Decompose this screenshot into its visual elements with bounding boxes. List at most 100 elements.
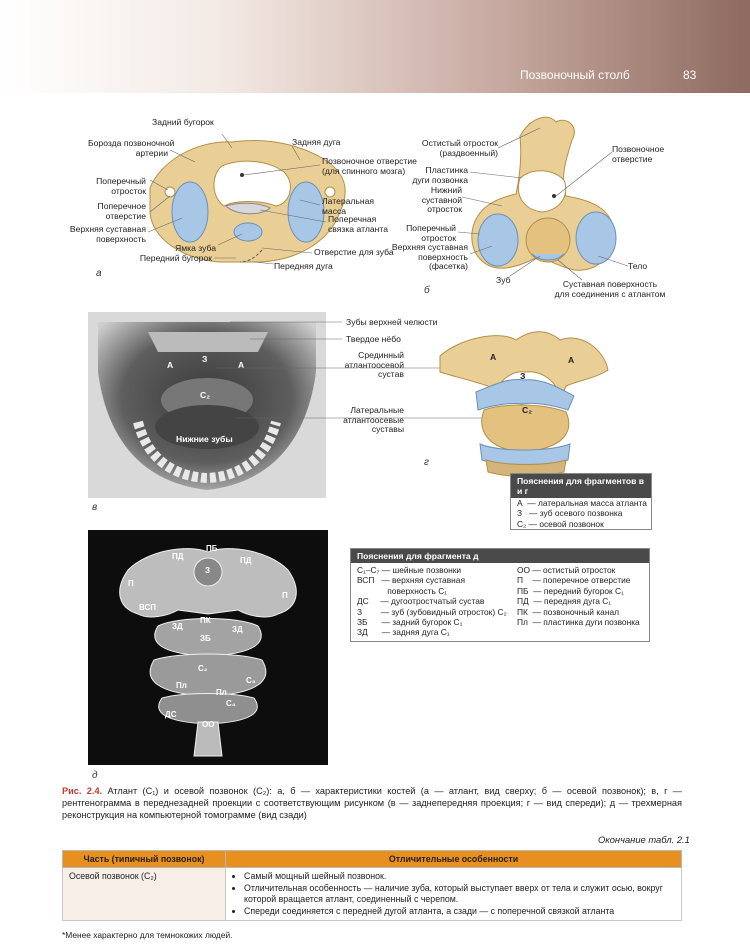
legend-row: C₂ — осевой позвонок xyxy=(517,518,604,529)
caption-lead: Рис. 2.4. xyxy=(62,786,103,796)
table-header-part: Часть (типичный позвонок) xyxy=(62,850,226,868)
ct-mark-c4: C₄ xyxy=(226,699,236,708)
label-median-joint: Срединный атлантоосевой сустав xyxy=(344,350,404,379)
label-upper-teeth: Зубы верхней челюсти xyxy=(346,317,438,327)
footnote: *Менее характерно для темнокожих людей. xyxy=(62,930,233,940)
label-dens-hole: Отверстие для зуба xyxy=(314,247,394,257)
ct-mark-zd-right: ЗД xyxy=(232,625,243,634)
legend-row: Пл — пластинка дуги позвонка xyxy=(517,617,640,628)
ct-reconstruction xyxy=(88,530,328,765)
legend-row: ЗД — задняя дуга C₁ xyxy=(357,627,450,638)
figure-letter-g: г xyxy=(424,457,429,468)
label-body: Тело xyxy=(628,261,648,271)
ct-mark-oo: ОО xyxy=(202,720,215,729)
ct-mark-pl-left: Пл xyxy=(176,681,187,690)
label-vertebral-foramen-b: Позвоночное отверстие xyxy=(612,144,665,164)
ct-mark-zb: ЗБ xyxy=(200,634,211,643)
xray-mark-a-left: А xyxy=(167,360,174,370)
legend-row: ДС — дугоотростчатый сустав xyxy=(357,596,485,607)
ct-mark-z: З xyxy=(205,566,211,575)
figure-letter-a: а xyxy=(96,268,102,279)
ct-mark-pl-right: Пл xyxy=(216,688,227,697)
label-lower-teeth: Нижние зубы xyxy=(176,434,233,444)
ct-mark-ds: ДС xyxy=(165,710,177,719)
legend-row: ПД — передняя дуга C₁ xyxy=(517,596,612,607)
label-dens-fovea: Ямка зуба xyxy=(175,243,216,253)
ct-mark-p-left: П xyxy=(128,579,134,588)
table-cell-features: Самый мощный шейный позвонок. Отличитель… xyxy=(225,867,682,921)
legend-row: C₁–C₇ — шейные позвонки xyxy=(357,565,462,575)
legend-title: Пояснения для фрагмента д xyxy=(351,549,649,563)
ct-mark-pk: ПК xyxy=(200,616,211,625)
caption-text: Атлант (C₁) и осевой позвонок (C₂): а, б… xyxy=(62,786,682,821)
label-anterior-tubercle: Передний бугорок xyxy=(139,253,212,263)
legend-row: З — зуб осевого позвонка xyxy=(517,508,623,519)
figure-letter-d: д xyxy=(92,770,98,781)
list-item: Самый мощный шейный позвонок. xyxy=(244,871,675,883)
ct-mark-c2: C₂ xyxy=(198,664,208,673)
ct-mark-p-right: П xyxy=(282,591,288,600)
label-transverse-process-b: Поперечный отросток xyxy=(406,223,456,243)
page-number: 83 xyxy=(683,68,697,82)
ct-mark-zd-left: ЗД xyxy=(172,622,183,631)
label-superior-articular-b: Верхняя суставная поверхность (фасетка) xyxy=(391,242,468,271)
legend-title: Пояснения для фрагментов в и г xyxy=(511,474,651,498)
table-caption: Окончание табл. 2.1 xyxy=(598,834,690,845)
drawing-mark-c2: C₂ xyxy=(522,405,533,415)
label-vertebral-foramen-a: Позвоночное отверстие (для спинного мозг… xyxy=(322,156,417,176)
legend-fragment-d: Пояснения для фрагмента д C₁–C₇ — шейные… xyxy=(350,548,650,642)
label-superior-articular-a: Верхняя суставная поверхность xyxy=(69,224,146,244)
drawing-mark-z: З xyxy=(520,371,526,381)
ct-mark-pb: ПБ xyxy=(206,544,218,553)
table-row: Осевой позвонок (C₂) Самый мощный шейный… xyxy=(62,867,682,921)
ct-mark-c3: C₃ xyxy=(246,676,256,685)
header-band xyxy=(0,0,750,93)
label-articular-surface-atlas: Суставная поверхность для соединения с а… xyxy=(554,279,666,299)
list-item: Отличительная особенность — наличие зуба… xyxy=(244,883,675,906)
xray-image xyxy=(88,312,326,498)
label-dens: Зуб xyxy=(496,275,511,285)
legend-row: ЗБ — задний бугорок C₁ xyxy=(357,617,463,628)
legend-row: П — поперечное отверстие xyxy=(517,575,631,586)
xray-mark-a-right: А xyxy=(238,360,245,370)
legend-row: ПБ — передний бугорок C₁ xyxy=(517,585,624,596)
label-hard-palate: Твердое нёбо xyxy=(346,334,401,344)
legend-row: З — зуб (зубовидный отросток) C₂ xyxy=(357,606,507,617)
drawing-mark-a-right: А xyxy=(568,355,575,365)
xray-mark-c2: C₂ xyxy=(200,390,211,400)
drawing-mark-a-left: А xyxy=(490,352,497,362)
label-lamina: Пластинка дуги позвонка xyxy=(412,165,468,185)
label-lateral-mass: Латеральная масса xyxy=(322,196,375,216)
label-posterior-arch: Задняя дуга xyxy=(292,137,341,147)
legend-row: ПК — позвоночный канал xyxy=(517,606,619,617)
running-head: Позвоночный столб xyxy=(520,68,630,82)
list-item: Спереди соединяется с передней дугой атл… xyxy=(244,906,675,918)
features-table: Часть (типичный позвонок) Отличительные … xyxy=(62,850,682,921)
legend-row: поверхность C₁ xyxy=(357,585,448,596)
label-transverse-process-a: Поперечный отросток xyxy=(96,176,146,196)
legend-row: ОО — остистый отросток xyxy=(517,565,616,575)
ct-mark-pd-left: ПД xyxy=(172,552,184,561)
label-transverse-foramen-a: Поперечное отверстие xyxy=(97,201,146,221)
legend-row: ВСП — верхняя суставная xyxy=(357,575,465,586)
xray-mark-z: З xyxy=(202,354,208,364)
legend-fragments-v-g: Пояснения для фрагментов в и г А — латер… xyxy=(510,473,652,531)
label-posterior-tubercle: Задний бугорок xyxy=(152,117,214,127)
label-spinous-process: Остистый отросток (раздвоенный) xyxy=(421,138,498,158)
label-vertebral-artery-groove: Борозда позвоночной артерии xyxy=(88,138,175,158)
label-inferior-articular: Нижний суставной отросток xyxy=(421,185,462,214)
figure-caption: Рис. 2.4. Атлант (C₁) и осевой позвонок … xyxy=(62,785,682,822)
label-lateral-joints: Латеральные атлантоосевые суставы xyxy=(343,405,404,434)
ct-mark-pd-right: ПД xyxy=(240,556,252,565)
figure-letter-b: б xyxy=(424,285,430,296)
table-cell-part: Осевой позвонок (C₂) xyxy=(62,867,226,921)
legend-row: А — латеральная масса атланта xyxy=(517,498,647,508)
label-anterior-arch: Передняя дуга xyxy=(274,261,333,271)
table-header-features: Отличительные особенности xyxy=(225,850,682,868)
ct-mark-vsp: ВСП xyxy=(139,603,156,612)
figure-letter-v: в xyxy=(92,502,98,513)
label-transverse-ligament: Поперечная связка атланта xyxy=(328,214,388,234)
